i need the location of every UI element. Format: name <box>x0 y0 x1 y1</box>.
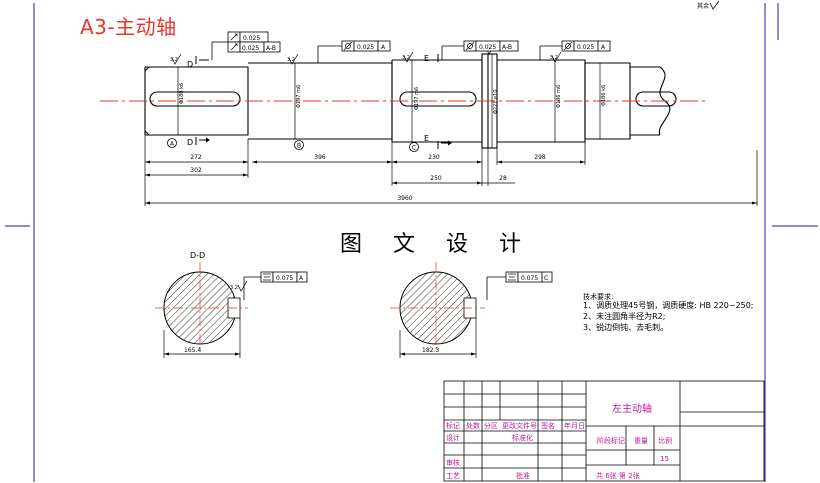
dim-298: 298 <box>534 154 546 161</box>
svg-text:Φ221 e10: Φ221 e10 <box>493 89 499 114</box>
section-view-d: 165.4 <box>155 262 248 358</box>
roughness-value: 3.2 <box>550 55 558 61</box>
tb-process: 工艺 <box>446 472 460 480</box>
sheet-title: A3-主动轴 <box>80 15 177 39</box>
tech-requirement-item: 2、未注圆角半径为R2; <box>583 312 666 321</box>
tech-requirement-item: 3、锐边倒钝、去毛刺。 <box>583 323 669 332</box>
symmetry-icon <box>508 273 516 281</box>
tb-approve: 批准 <box>516 471 530 480</box>
section-width-d: 165.4 <box>184 347 201 354</box>
tb-signature: 签名 <box>541 421 555 430</box>
cylindricity-icon <box>563 41 573 51</box>
section-label-e-top: E <box>424 54 429 63</box>
tb-scale: 比例 <box>658 436 672 445</box>
tolerance-value: 0.075 <box>276 275 293 282</box>
tb-mark: 标记 <box>446 421 460 430</box>
tolerance-datum: A <box>601 44 606 51</box>
tolerance-datum: A-B <box>266 45 276 52</box>
cylindricity-icon <box>465 41 475 51</box>
diameter-labels: Φ180 k6 Φ197 m6 Φ197 m6 Φ221 e10 Φ186 m6… <box>179 83 607 114</box>
dim-28: 28 <box>499 175 507 182</box>
roughness-value: 3.2 <box>287 57 295 63</box>
section-cut-marks <box>195 54 452 149</box>
tolerance-datum: A <box>299 275 304 282</box>
section-label-e-bottom: E <box>424 134 429 143</box>
tolerance-value: 0.025 <box>243 35 260 42</box>
svg-text:Φ186 k6: Φ186 k6 <box>601 85 607 106</box>
section-view-e: 182.3 <box>390 262 485 358</box>
roughness-value: 3.2 <box>230 285 238 291</box>
tb-change-doc: 更改文件号 <box>502 421 537 430</box>
dimension-arrows <box>145 160 757 205</box>
tolerance-datum: A-B <box>502 44 512 51</box>
datum-markers <box>167 138 419 152</box>
tolerance-value: 0.025 <box>357 44 374 51</box>
dim-230: 230 <box>428 154 440 161</box>
runout-icon <box>230 33 238 41</box>
dim-272: 272 <box>190 154 202 161</box>
tb-standardize: 标准化 <box>512 433 533 442</box>
watermark: 图 文 设 计 <box>338 226 535 258</box>
tb-zone: 分区 <box>484 421 498 430</box>
tb-part-name: 左主动轴 <box>612 402 652 415</box>
section-label-d-top: D <box>187 60 193 69</box>
tech-requirement-item: 1、调质处理45号钢，调质硬度: HB 220~250; <box>583 301 754 310</box>
section-width-e: 182.3 <box>422 347 439 354</box>
svg-text:Φ197 m6: Φ197 m6 <box>414 87 420 110</box>
dim-250: 250 <box>430 175 442 182</box>
tb-sheets: 共 6张 第 2张 <box>596 471 640 480</box>
section-view-title: D-D <box>190 251 205 260</box>
dim-302: 302 <box>190 167 202 174</box>
tb-weight: 重量 <box>634 437 648 445</box>
tolerance-frames <box>211 31 611 300</box>
section-label-d-bottom: D <box>187 138 193 147</box>
datum-a: A <box>170 141 175 148</box>
cylindricity-icon <box>343 41 353 51</box>
roughness-value: 3.2 <box>402 55 410 61</box>
runout-icon <box>230 43 238 51</box>
tolerance-value: 0.025 <box>577 44 594 51</box>
sheet-border <box>5 3 818 482</box>
tb-review: 审核 <box>446 458 460 467</box>
tolerance-value: 0.025 <box>479 44 496 51</box>
tolerance-datum: C <box>544 275 548 282</box>
general-roughness-note: 其余 <box>697 0 720 10</box>
datum-c: C <box>412 145 416 152</box>
tb-date: 年月日 <box>564 421 585 430</box>
dim-396: 396 <box>314 154 326 161</box>
tolerance-datum: A <box>381 44 386 51</box>
svg-text:Φ197 m6: Φ197 m6 <box>296 85 302 108</box>
tb-design: 设计 <box>446 433 460 442</box>
svg-text:其余: 其余 <box>697 2 709 10</box>
tb-count: 处数 <box>466 421 480 430</box>
tolerance-value: 0.075 <box>521 275 538 282</box>
dimension-lines <box>144 135 758 206</box>
roughness-value: 3.2 <box>170 57 178 63</box>
datum-b: B <box>297 143 301 150</box>
tb-stage-mark: 阶段标记 <box>597 436 625 445</box>
tb-scale-value: 15 <box>660 455 669 463</box>
tolerance-value: 0.025 <box>242 45 259 52</box>
tech-requirements-title: 技术要求: <box>583 293 614 301</box>
dim-total: 3960 <box>397 195 412 202</box>
symmetry-icon <box>263 273 271 281</box>
title-block <box>443 380 765 482</box>
svg-text:Φ180 k6: Φ180 k6 <box>179 83 185 104</box>
diameter-leaders <box>177 54 601 148</box>
svg-text:Φ186 m6: Φ186 m6 <box>556 85 562 108</box>
